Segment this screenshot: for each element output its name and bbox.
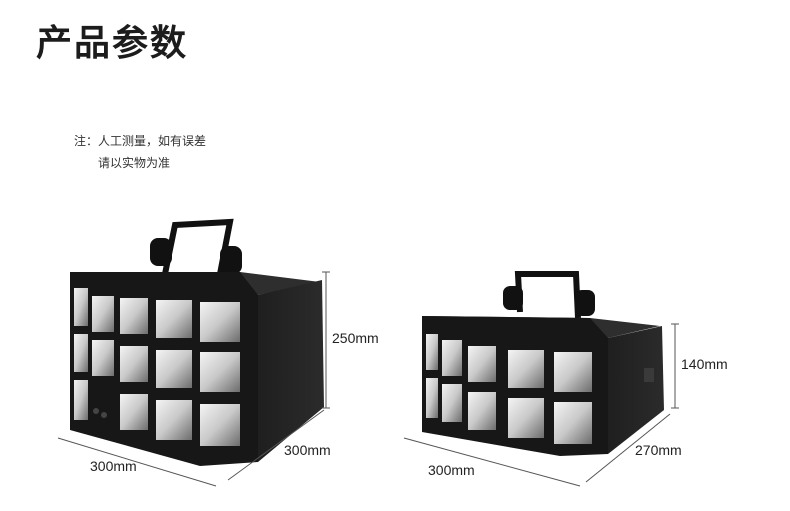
small-light-body (422, 271, 664, 456)
large-knob-left (150, 238, 172, 266)
small-knob-right (575, 290, 595, 316)
large-lens-grid (74, 288, 240, 446)
small-lens-grid (426, 334, 592, 444)
small-knob-left (503, 286, 523, 310)
small-depth-label: 270mm (635, 442, 682, 458)
large-depth-label: 300mm (284, 442, 331, 458)
small-width-label: 300mm (428, 462, 475, 478)
small-height-label: 140mm (681, 356, 728, 372)
note-prefix: 注： (74, 134, 99, 148)
page-title: 产品参数 (36, 23, 189, 64)
large-height-label: 250mm (332, 330, 379, 346)
large-knob-right (220, 246, 242, 274)
large-width-label: 300mm (90, 458, 137, 474)
small-bracket (514, 271, 581, 319)
large-light-body (70, 218, 324, 466)
measurement-note: 注：人工测量，如有误差 请以实物为准 (74, 130, 206, 174)
large-dimension-lines (57, 271, 330, 487)
note-line-1: 人工测量，如有误差 (98, 134, 207, 148)
note-line-2: 请以实物为准 (98, 156, 171, 170)
small-dimension-lines (403, 323, 679, 487)
